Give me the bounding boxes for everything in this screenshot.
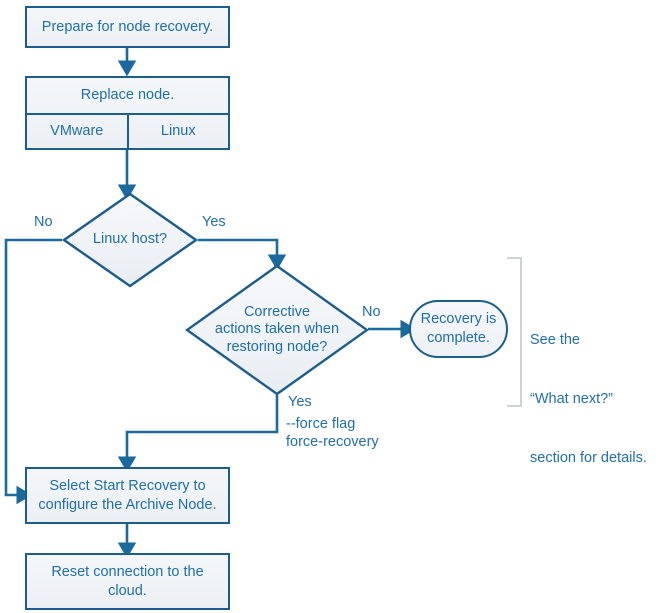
annotation-see-what-next: See the “What next?” section for details… bbox=[530, 292, 647, 488]
node-reset-connection-line2: cloud. bbox=[108, 582, 147, 599]
edge-label-force-flag: --force flag bbox=[286, 416, 356, 432]
edge-label-linux-host-yes: Yes bbox=[202, 214, 226, 230]
edge-linux-host-yes bbox=[198, 238, 287, 271]
edge-label-linux-host-no: No bbox=[34, 214, 53, 230]
annotation-line2: “What next?” bbox=[530, 390, 613, 407]
edge-label-corrective-yes: Yes bbox=[288, 394, 312, 410]
node-replace-options: VMware Linux bbox=[27, 115, 228, 148]
option-linux[interactable]: Linux bbox=[129, 115, 229, 148]
node-recovery-complete[interactable]: Recovery is complete. bbox=[409, 300, 508, 358]
option-vmware[interactable]: VMware bbox=[27, 115, 129, 148]
edge-corrective-yes bbox=[117, 395, 279, 473]
corrective-actions-diamond-shape bbox=[185, 264, 369, 396]
edge-linux-host-no bbox=[4, 238, 62, 505]
option-linux-label: Linux bbox=[160, 123, 196, 140]
linux-host-diamond-shape bbox=[62, 192, 198, 288]
node-linux-host-decision[interactable]: Linux host? bbox=[62, 192, 198, 288]
node-recovery-complete-line2: complete. bbox=[427, 330, 490, 346]
option-vmware-label: VMware bbox=[50, 123, 104, 140]
node-prepare-for-node-recovery[interactable]: Prepare for node recovery. bbox=[25, 6, 230, 48]
node-recovery-complete-text: Recovery is complete. bbox=[421, 310, 497, 347]
node-select-start-recovery[interactable]: Select Start Recovery to configure the A… bbox=[25, 467, 230, 524]
edge-label-corrective-no: No bbox=[362, 304, 381, 320]
node-recovery-complete-line1: Recovery is bbox=[420, 311, 497, 328]
node-reset-connection-line1: Reset connection to the bbox=[51, 563, 204, 580]
node-select-start-recovery-text: Select Start Recovery to configure the A… bbox=[38, 477, 216, 514]
annotation-line1: See the bbox=[530, 332, 580, 349]
node-select-start-recovery-line2: configure the Archive Node. bbox=[38, 496, 217, 513]
node-replace-node[interactable]: Replace node. VMware Linux bbox=[25, 76, 230, 150]
annotation-line3: section for details. bbox=[530, 449, 647, 466]
node-prepare-label: Prepare for node recovery. bbox=[41, 18, 214, 35]
node-select-start-recovery-line1: Select Start Recovery to bbox=[49, 477, 206, 494]
node-corrective-actions-decision[interactable]: Corrective actions taken when restoring … bbox=[185, 264, 369, 396]
node-replace-label: Replace node. bbox=[80, 87, 175, 104]
node-reset-connection-text: Reset connection to the cloud. bbox=[51, 563, 203, 600]
edge-label-force-recovery: force-recovery bbox=[286, 434, 379, 450]
node-reset-connection[interactable]: Reset connection to the cloud. bbox=[25, 553, 230, 610]
node-replace-node-title: Replace node. bbox=[27, 78, 228, 115]
annotation-bracket bbox=[507, 257, 522, 407]
